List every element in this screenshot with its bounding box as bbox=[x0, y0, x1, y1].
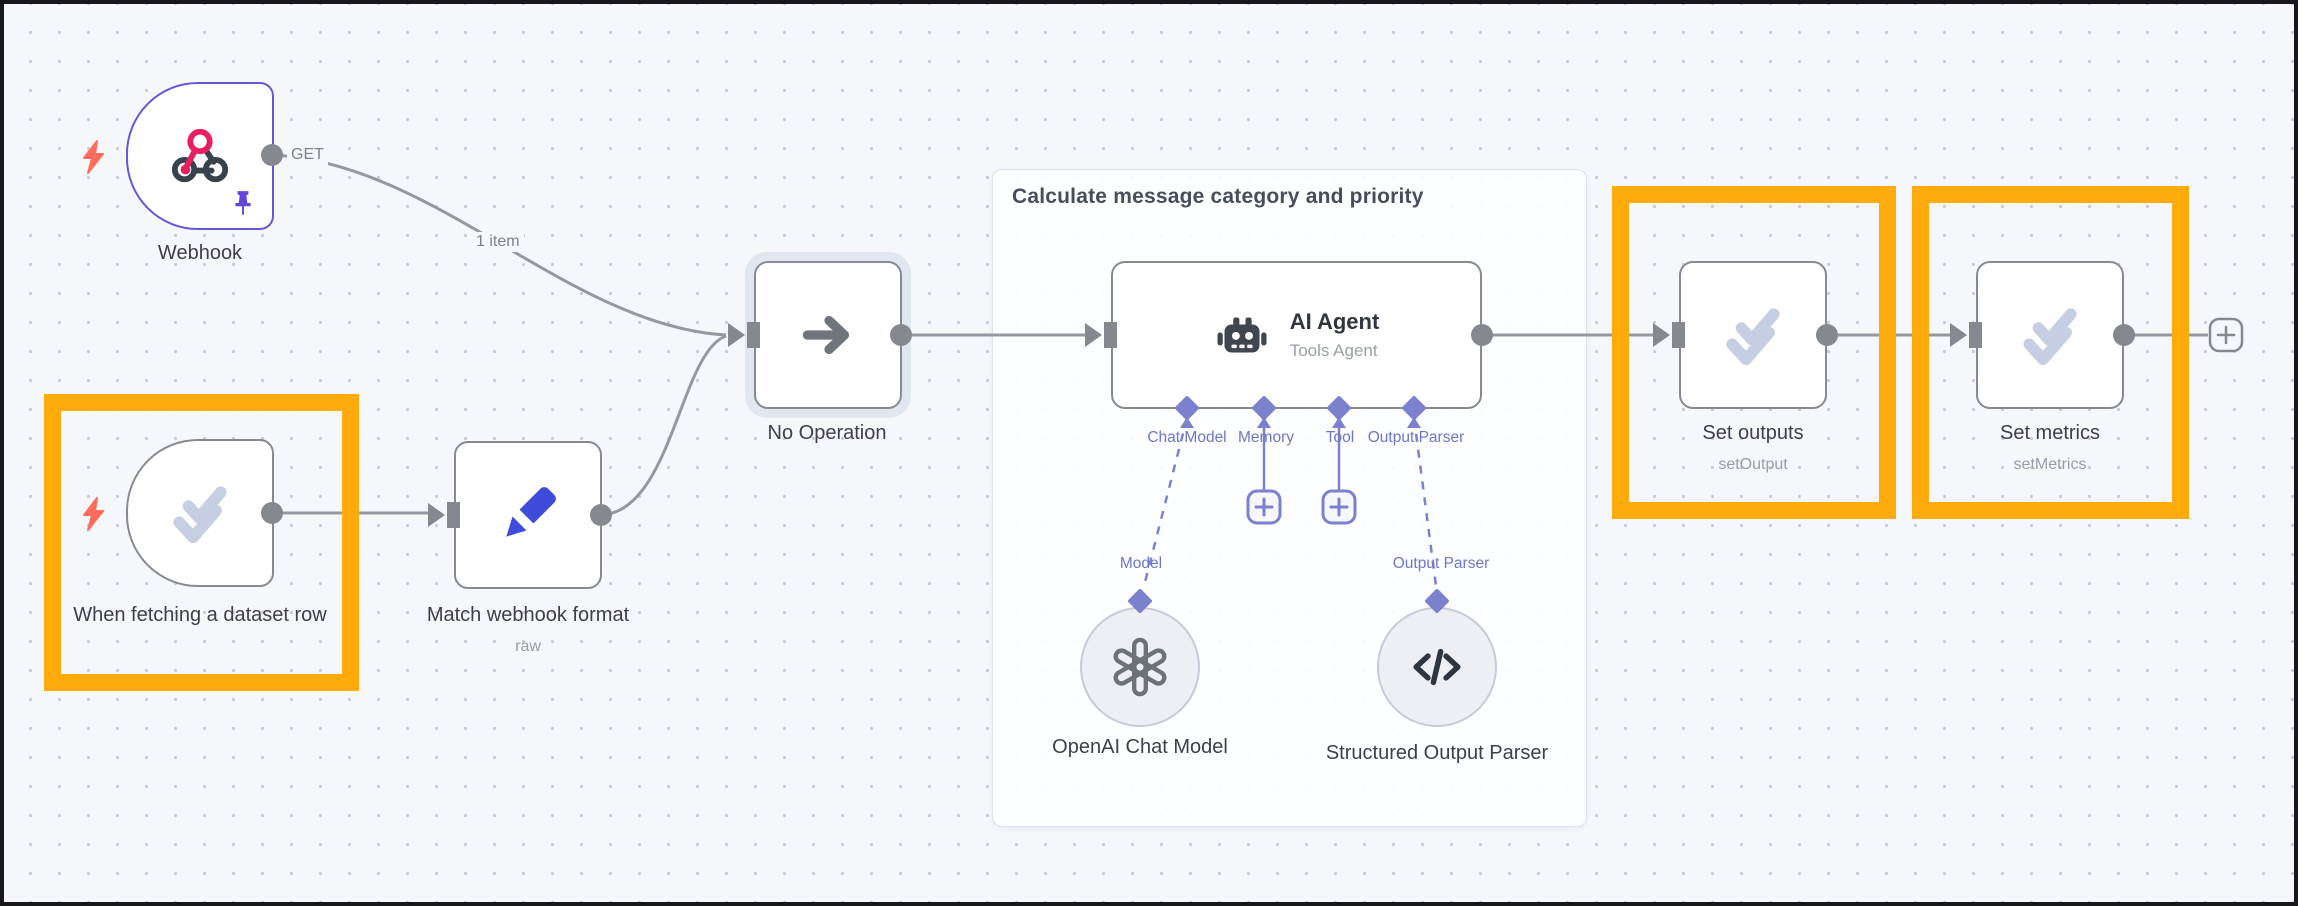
node-label-set-metrics: Set metrics bbox=[1999, 422, 2101, 444]
port-label-memory: Memory bbox=[1238, 429, 1294, 446]
node-label-openai: OpenAI Chat Model bbox=[1052, 736, 1228, 758]
node-label-dataset-trigger: When fetching a dataset row bbox=[73, 604, 327, 626]
double-check-icon bbox=[173, 486, 227, 544]
node-subtitle-set-metrics: setMetrics bbox=[2013, 456, 2087, 473]
node-set-metrics[interactable] bbox=[1976, 261, 2124, 409]
arrow-right-icon bbox=[802, 315, 850, 355]
sticky-note-title: Calculate message category and priority bbox=[1012, 185, 1424, 208]
node-no-operation[interactable] bbox=[754, 261, 902, 409]
ai-agent-title: AI Agent bbox=[1289, 309, 1380, 334]
ai-agent-subtitle: Tools Agent bbox=[1289, 341, 1378, 360]
port-label-model: Model bbox=[1119, 555, 1163, 572]
webhook-icon bbox=[171, 128, 229, 183]
node-label-set-outputs: Set outputs bbox=[1702, 422, 1804, 444]
port-label-parser: Output Parser bbox=[1392, 555, 1490, 572]
port-label-output-parser: Output Parser bbox=[1367, 429, 1465, 446]
node-label-no-operation: No Operation bbox=[767, 422, 887, 444]
node-webhook[interactable] bbox=[126, 82, 274, 230]
double-check-icon bbox=[1726, 308, 1780, 366]
pencil-icon bbox=[506, 487, 556, 537]
node-match-webhook-format[interactable] bbox=[454, 441, 602, 589]
code-icon bbox=[1413, 648, 1461, 686]
port-label-tool: Tool bbox=[1325, 429, 1355, 446]
wire-label-get: GET bbox=[287, 145, 328, 165]
double-check-icon bbox=[2023, 308, 2077, 366]
node-label-match-format: Match webhook format bbox=[426, 604, 630, 626]
openai-icon bbox=[1113, 637, 1167, 697]
node-set-outputs[interactable] bbox=[1679, 261, 1827, 409]
robot-icon bbox=[1217, 317, 1267, 353]
node-subtitle-match-format: raw bbox=[515, 638, 541, 655]
node-subtitle-set-outputs: setOutput bbox=[1718, 456, 1788, 473]
wire-label-one-item: 1 item bbox=[472, 232, 524, 252]
port-label-chat-model: Chat Model bbox=[1147, 429, 1227, 446]
pin-icon bbox=[235, 191, 251, 215]
node-label-webhook: Webhook bbox=[157, 242, 243, 264]
node-label-structured-parser: Structured Output Parser bbox=[1325, 742, 1549, 764]
node-openai-chat-model[interactable] bbox=[1080, 607, 1200, 727]
node-dataset-trigger[interactable] bbox=[126, 439, 274, 587]
node-structured-output-parser[interactable] bbox=[1377, 607, 1497, 727]
node-ai-agent[interactable]: AI Agent Tools Agent bbox=[1111, 261, 1482, 409]
